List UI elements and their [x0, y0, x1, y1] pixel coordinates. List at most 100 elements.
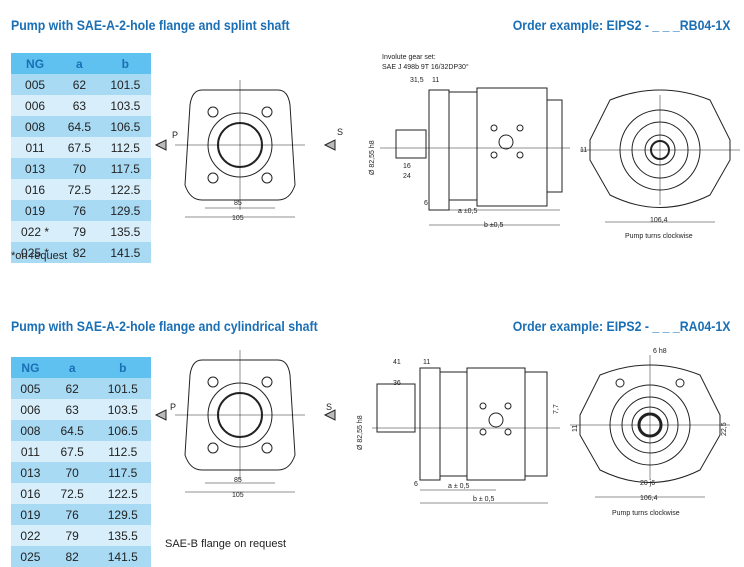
cell-a: 70	[59, 158, 100, 179]
col-b: b	[94, 357, 151, 378]
cell-b: 101.5	[94, 378, 151, 399]
cell-b: 122.5	[94, 483, 151, 504]
dim-24: 24	[403, 173, 411, 180]
dim-diameter: Ø 82,55 h8	[357, 415, 364, 450]
dim-22-5: 22,5	[721, 422, 728, 436]
gear-label: Involute gear set:	[382, 54, 436, 61]
dim-41: 41	[393, 359, 401, 366]
rotation-note: Pump turns clockwise	[612, 510, 680, 517]
dim-31-5: 31,5	[410, 77, 424, 84]
cell-ng: 011	[11, 441, 50, 462]
cell-ng: 008	[11, 420, 50, 441]
cell-ng: 005	[11, 74, 60, 95]
dim-11: 11	[432, 77, 439, 84]
cell-b: 117.5	[94, 462, 151, 483]
dim-85: 85	[234, 200, 242, 207]
dim-106-4: 106,4	[650, 217, 668, 224]
col-ng: NG	[11, 357, 50, 378]
cell-a: 76	[49, 504, 95, 525]
dim-11-vertical: 11	[580, 147, 587, 154]
dim-106-4: 106,4	[640, 495, 658, 502]
cell-b: 103.5	[94, 399, 151, 420]
label-p: P	[172, 130, 178, 140]
col-ng: NG	[11, 53, 60, 74]
cell-ng: 022 *	[11, 221, 60, 242]
col-a: a	[49, 357, 95, 378]
col-a: a	[59, 53, 100, 74]
cell-ng: 005	[11, 378, 50, 399]
cell-b: 129.5	[99, 200, 151, 221]
dim-11-vertical: 11	[572, 425, 579, 432]
section-2-note: SAE-B flange on request	[165, 538, 287, 550]
front-view-2	[175, 350, 305, 493]
cell-b: 103.5	[99, 95, 151, 116]
cell-a: 79	[59, 221, 100, 242]
section-2-title: Pump with SAE-A-2-hole flange and cylind…	[11, 318, 318, 334]
cell-a: 72.5	[59, 179, 100, 200]
dim-a: a ± 0,5	[448, 483, 469, 490]
label-p: P	[170, 402, 176, 412]
rear-view-2	[570, 355, 730, 498]
cell-ng: 013	[11, 462, 50, 483]
dim-b: b ± 0,5	[473, 496, 494, 503]
dim-b: b ±0,5	[484, 222, 504, 229]
cell-b: 106.5	[99, 116, 151, 137]
side-view-2	[372, 367, 560, 504]
cell-b: 135.5	[99, 221, 151, 242]
cell-b: 122.5	[99, 179, 151, 200]
dim-105: 105	[232, 215, 244, 222]
cell-a: 76	[59, 200, 100, 221]
cell-a: 82	[59, 242, 100, 263]
cell-a: 67.5	[59, 137, 100, 158]
port-arrow-icon	[154, 139, 336, 151]
cell-a: 62	[59, 74, 100, 95]
cell-ng: 025 *	[11, 242, 60, 263]
cell-a: 63	[59, 95, 100, 116]
cell-ng: 008	[11, 116, 60, 137]
cell-a: 64.5	[59, 116, 100, 137]
dim-a: a ±0,5	[458, 208, 478, 215]
cell-ng: 011	[11, 137, 60, 158]
cell-ng: 019	[11, 504, 50, 525]
section-1-note: *on request	[11, 250, 68, 262]
port-arrow-icon	[154, 409, 336, 421]
cell-a: 64.5	[49, 420, 95, 441]
rotation-note: Pump turns clockwise	[625, 233, 693, 240]
cell-a: 63	[49, 399, 95, 420]
cell-b: 117.5	[99, 158, 151, 179]
cell-ng: 019	[11, 200, 60, 221]
cell-ng: 013	[11, 158, 60, 179]
cell-b: 101.5	[99, 74, 151, 95]
dim-16: 16	[403, 163, 411, 170]
dim-6: 6	[414, 481, 418, 488]
section-1-order-example: Order example: EIPS2 - _ _ _RB04-1X	[512, 17, 730, 33]
cell-a: 62	[49, 378, 95, 399]
cell-b: 112.5	[99, 137, 151, 158]
label-s: S	[337, 127, 343, 137]
dim-6: 6	[424, 200, 428, 207]
side-view-1	[380, 87, 570, 226]
cell-ng: 016	[11, 179, 60, 200]
front-view-1	[175, 80, 305, 218]
rear-view-1	[580, 89, 740, 223]
dim-11: 11	[423, 359, 430, 366]
dim-36: 36	[393, 380, 401, 387]
cell-ng: 022	[11, 525, 50, 546]
cell-ng: 016	[11, 483, 50, 504]
